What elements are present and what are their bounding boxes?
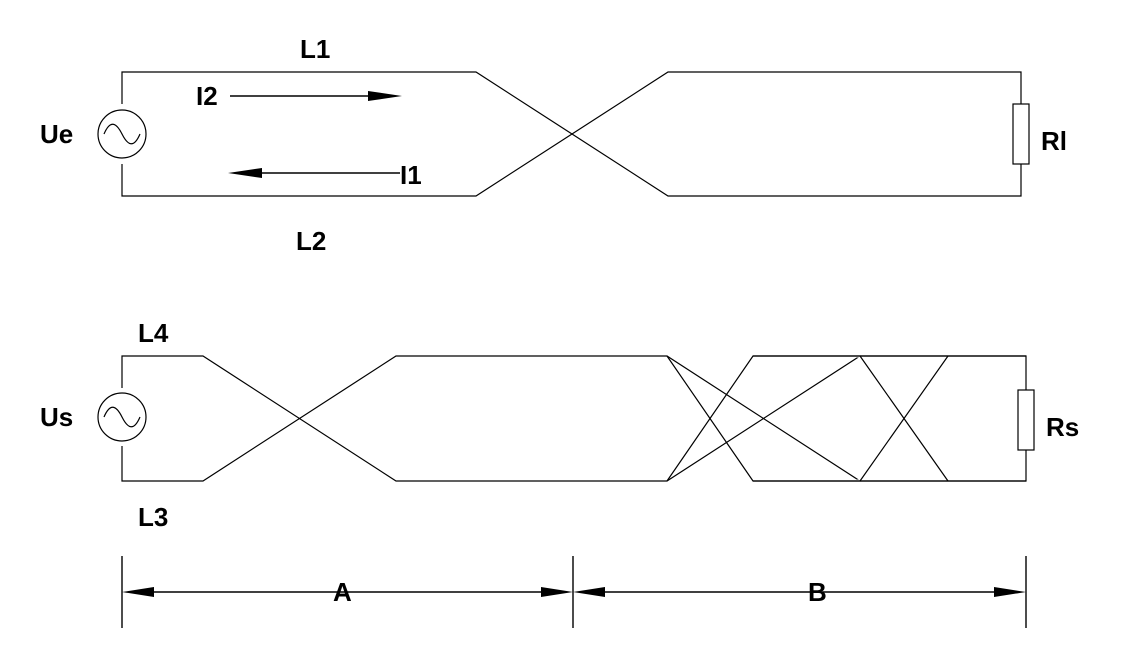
label-section-a: A [333, 577, 352, 607]
label-l1: L1 [300, 34, 330, 64]
current-arrow-i1 [228, 168, 400, 178]
label-l2: L2 [296, 226, 326, 256]
load-resistor-rs [1017, 389, 1035, 451]
dimension-lines: A B [121, 556, 1027, 628]
label-rs: Rs [1046, 412, 1079, 442]
dim-arrow-a-left [122, 587, 154, 597]
crossover-three-a [666, 355, 1026, 482]
label-l4: L4 [138, 318, 169, 348]
current-arrow-i2 [230, 91, 402, 101]
crossover-three-b [666, 355, 1026, 482]
label-section-b: B [808, 577, 827, 607]
conductor-l2 [121, 71, 1022, 197]
conductor-l4 [121, 355, 1027, 482]
dim-arrow-a-right [541, 587, 573, 597]
dim-arrow-b-right [994, 587, 1026, 597]
crossover-four-b [753, 355, 949, 482]
ac-source-us [97, 392, 147, 442]
top-circuit: L1 L2 Ue Rl I2 I1 [40, 34, 1067, 256]
dim-arrow-b-left [573, 587, 605, 597]
label-l3: L3 [138, 502, 168, 532]
label-ue: Ue [40, 119, 73, 149]
label-us: Us [40, 402, 73, 432]
ac-source-ue [97, 109, 147, 159]
bottom-circuit: L4 L3 Us Rs [40, 318, 1079, 532]
load-resistor-rl [1012, 103, 1030, 165]
crossover-four-a [753, 355, 949, 482]
label-rl: Rl [1041, 126, 1067, 156]
label-i1: I1 [400, 160, 422, 190]
conductor-l3 [121, 355, 1027, 482]
label-i2: I2 [196, 81, 218, 111]
